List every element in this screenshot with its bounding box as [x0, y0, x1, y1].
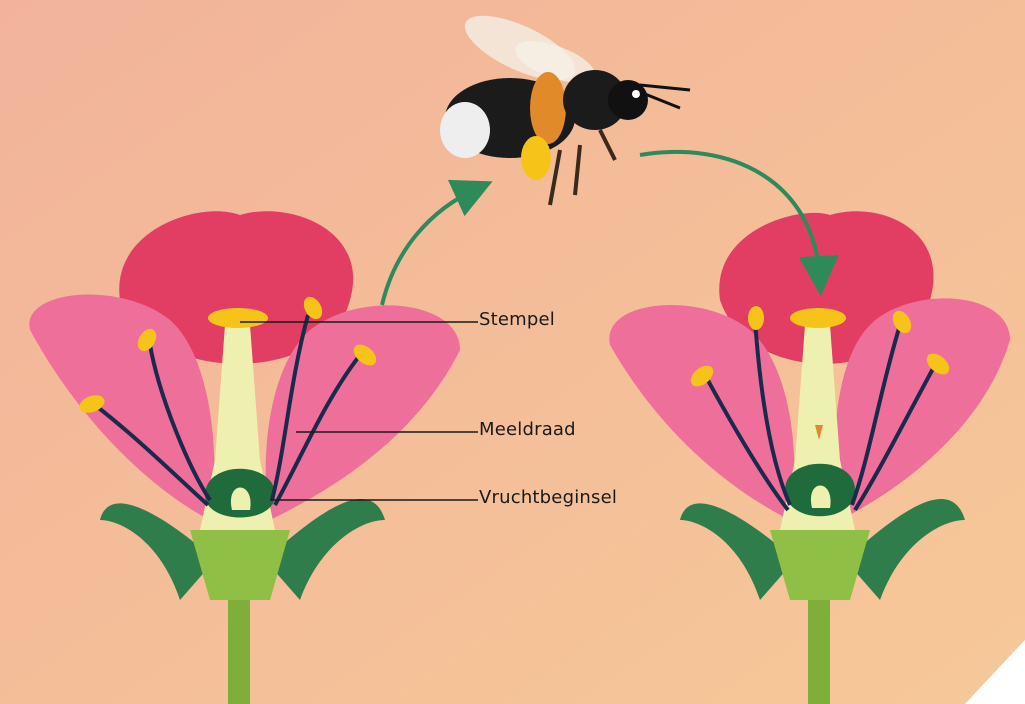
right-anther-1: [748, 306, 764, 330]
right-stigma: [790, 308, 846, 328]
left-stigma: [208, 308, 268, 328]
bee-orange-band: [530, 72, 566, 144]
bee-pollen-basket: [521, 136, 551, 180]
label-meeldraad: Meeldraad: [479, 419, 576, 440]
label-vruchtbeginsel: Vruchtbeginsel: [479, 487, 617, 508]
bee-eye: [632, 90, 640, 98]
label-stempel: Stempel: [479, 309, 555, 330]
bee-tail-white: [440, 102, 490, 158]
